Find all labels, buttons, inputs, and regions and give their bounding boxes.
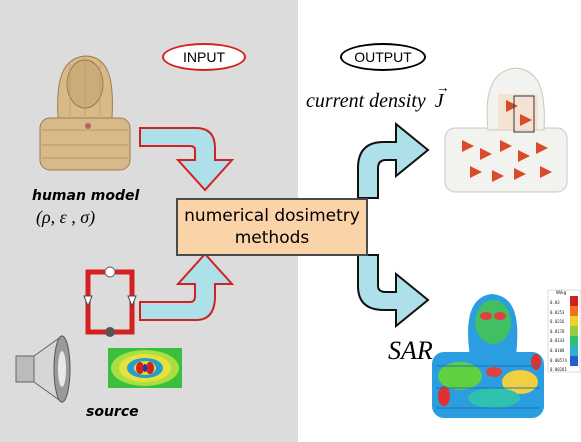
colorbar-tick: 0.0143	[550, 336, 567, 346]
sar-label: SAR	[388, 336, 433, 366]
field-pattern-image	[108, 348, 182, 388]
colorbar-tick: 0.0216	[550, 317, 567, 327]
input-arrow-bottom	[140, 254, 232, 320]
colorbar-tick: 0.03	[550, 298, 567, 308]
colorbar-title: W/kg	[556, 291, 566, 295]
colorbar-tick: 0.00574	[550, 356, 567, 366]
colorbar-ticks: 0.03 0.0253 0.0216 0.0178 0.0143 0.0108 …	[550, 298, 567, 375]
colorbar-tick: 0.00281	[550, 365, 567, 375]
human-model-label: human model	[32, 188, 139, 204]
method-line-1: numerical dosimetry	[184, 205, 360, 227]
sar-image	[432, 294, 544, 418]
colorbar-tick: 0.0108	[550, 346, 567, 356]
loudspeaker-image	[16, 336, 70, 402]
human-model-params: (ρ, ε , σ)	[36, 207, 95, 228]
output-arrow-bottom	[358, 255, 428, 326]
output-arrow-top	[358, 124, 428, 198]
method-line-2: methods	[235, 227, 310, 249]
colorbar-tick: 0.0178	[550, 327, 567, 337]
current-density-image	[445, 68, 567, 192]
source-label: source	[86, 404, 139, 420]
dosimetry-methods-box: numerical dosimetry methods	[176, 198, 368, 256]
input-arrow-top	[140, 128, 232, 190]
source-coil-image	[84, 267, 136, 337]
human-model-image	[40, 56, 130, 170]
colorbar-tick: 0.0253	[550, 308, 567, 318]
current-density-label: current density → J	[306, 90, 444, 113]
